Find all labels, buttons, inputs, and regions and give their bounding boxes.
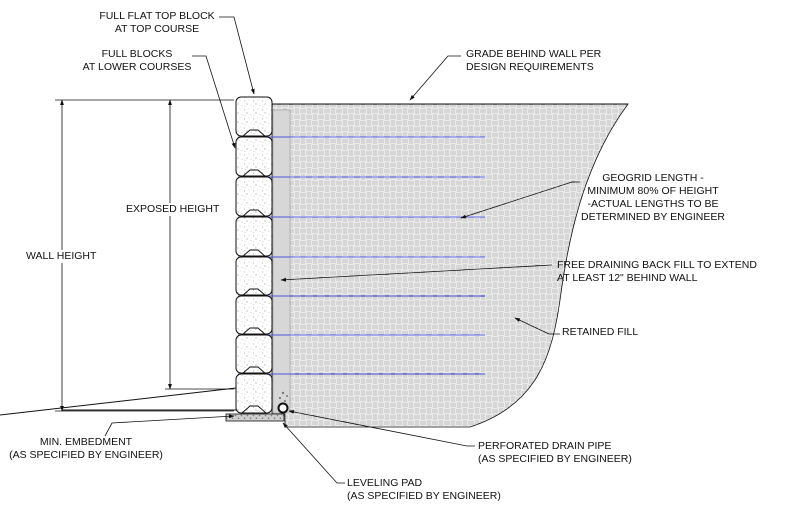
label-line: MINIMUM 80% OF HEIGHT xyxy=(587,185,719,197)
label-line: FREE DRAINING BACK FILL TO EXTEND xyxy=(557,259,757,271)
label-embedment: MIN. EMBEDMENT (AS SPECIFIED BY ENGINEER… xyxy=(6,436,166,462)
label-leveling-pad: LEVELING PAD (AS SPECIFIED BY ENGINEER) xyxy=(347,477,501,503)
wall-block xyxy=(235,373,273,414)
label-line: DETERMINED BY ENGINEER xyxy=(581,211,725,223)
label-grade: GRADE BEHIND WALL PER DESIGN REQUIREMENT… xyxy=(466,48,601,74)
exposed-height-dimension xyxy=(165,99,234,390)
leader-top-block xyxy=(219,16,255,95)
leader-drain-pipe xyxy=(288,410,475,447)
wall-block xyxy=(235,216,273,257)
label-drain-pipe: PERFORATED DRAIN PIPE (AS SPECIFIED BY E… xyxy=(478,440,632,466)
wall-block xyxy=(235,295,273,335)
drainage-backfill xyxy=(272,109,291,414)
front-ground xyxy=(0,387,237,416)
block-keys xyxy=(241,129,267,414)
label-exposed-height: EXPOSED HEIGHT xyxy=(124,203,222,216)
label-line: (AS SPECIFIED BY ENGINEER) xyxy=(347,490,501,502)
label-line: (AS SPECIFIED BY ENGINEER) xyxy=(9,449,163,461)
label-line: PERFORATED DRAIN PIPE xyxy=(478,440,612,452)
leader-leveling-pad xyxy=(282,422,345,484)
label-wall-height: WALL HEIGHT xyxy=(24,250,99,263)
drain-pipe xyxy=(277,402,289,414)
label-line: DESIGN REQUIREMENTS xyxy=(466,61,594,73)
label-line: FULL FLAT TOP BLOCK xyxy=(99,10,215,22)
retained-fill xyxy=(271,103,629,428)
label-line: AT LEAST 12" BEHIND WALL xyxy=(557,272,698,284)
wall-block xyxy=(235,334,273,374)
label-top-block: FULL FLAT TOP BLOCK AT TOP COURSE xyxy=(96,10,218,36)
label-line: AT TOP COURSE xyxy=(114,23,200,35)
leader-lower-blocks xyxy=(192,55,236,149)
leader-grade xyxy=(409,55,461,101)
wall-block xyxy=(235,176,273,217)
drain-gravel xyxy=(278,391,288,402)
leader-geogrid xyxy=(460,181,580,219)
leader-retained-fill xyxy=(514,317,560,335)
geogrid-layers xyxy=(238,136,485,375)
leader-backfill xyxy=(280,264,553,282)
label-line: -ACTUAL LENGTHS TO BE xyxy=(587,198,719,210)
top-block xyxy=(235,96,273,137)
wall-block xyxy=(235,136,273,177)
label-line: (AS SPECIFIED BY ENGINEER) xyxy=(478,453,632,465)
label-lower-blocks: FULL BLOCKS AT LOWER COURSES xyxy=(82,48,192,74)
wall-block xyxy=(235,256,273,296)
leader-embedment xyxy=(104,414,235,437)
label-line: FULL BLOCKS xyxy=(101,48,173,60)
label-retained-fill: RETAINED FILL xyxy=(562,326,639,338)
label-line: MIN. EMBEDMENT xyxy=(39,436,133,448)
leveling-pad xyxy=(225,413,285,422)
label-geogrid: GEOGRID LENGTH - MINIMUM 80% OF HEIGHT -… xyxy=(573,172,733,224)
label-line: LEVELING PAD xyxy=(347,477,423,489)
wall-blocks xyxy=(235,96,273,414)
label-line: GRADE BEHIND WALL PER xyxy=(466,48,602,60)
leader-lines xyxy=(104,16,580,484)
label-backfill: FREE DRAINING BACK FILL TO EXTEND AT LEA… xyxy=(557,259,757,285)
label-line: AT LOWER COURSES xyxy=(82,61,192,73)
label-line: GEOGRID LENGTH - xyxy=(602,172,704,184)
